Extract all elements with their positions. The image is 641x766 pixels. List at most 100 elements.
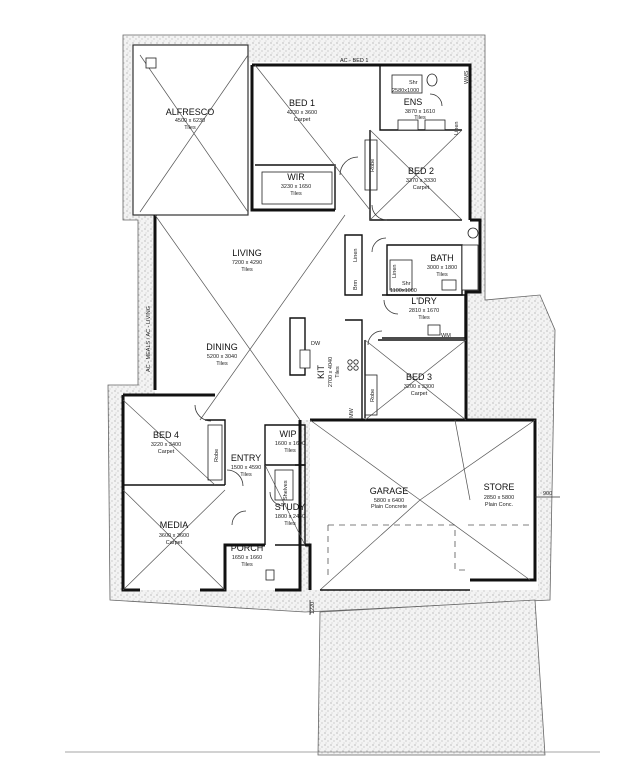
wir-shelf-box	[261, 171, 333, 205]
wm-label: WM	[441, 333, 451, 339]
trough-ldry	[427, 324, 441, 336]
room-name-study: STUDY	[275, 502, 306, 512]
room-name-bed4: BED 4	[153, 430, 179, 440]
room-name-kit: KIT	[316, 365, 326, 380]
room-name-wir: WIR	[287, 172, 305, 182]
layout-diagonals	[122, 64, 467, 591]
linen-1-label: Linen	[353, 249, 359, 262]
room-dim-kit: 2700 x 4040	[328, 357, 334, 387]
shelves-label: Shelves	[283, 480, 289, 500]
room-name-bed3: BED 3	[406, 372, 432, 382]
robe-bed3-label: Robe	[370, 389, 376, 402]
room-dim-wir: 3230 x 1650	[281, 184, 311, 190]
door-arc	[231, 510, 247, 526]
shr-bath-label: Shr	[402, 281, 411, 287]
room-dim-garage: 5800 x 6400	[374, 498, 404, 504]
dim-900-label: 900	[543, 491, 552, 497]
robe-bed2-box	[364, 139, 378, 191]
room-dim-ldry: 2810 x 1670	[409, 308, 439, 314]
room-dim-bed4: 3220 x 3400	[151, 442, 181, 448]
room-finish-kit: Tiles	[335, 366, 341, 378]
garage-store	[305, 419, 560, 615]
driveway-paving	[317, 599, 546, 756]
room-dim-media: 3600 x 3600	[159, 533, 189, 539]
room-name-bed2: BED 2	[408, 166, 434, 176]
room-finish-alfresco: Tiles	[184, 125, 196, 131]
dw-label: DW	[311, 341, 321, 347]
shower-ens	[391, 74, 423, 94]
room-dim-porch: 1650 x 1660	[232, 555, 262, 561]
basin-bath	[441, 279, 457, 291]
room-dim-wip: 1600 x 1600	[275, 441, 305, 447]
door-arc	[367, 330, 383, 346]
room-name-store: STORE	[484, 482, 515, 492]
door-arc	[226, 469, 244, 487]
room-name-alfresco: ALFRESCO	[166, 107, 215, 117]
dim-1220-label: 1220	[310, 602, 316, 614]
room-finish-ens: Tiles	[414, 115, 426, 121]
robe-bed4-label: Robe	[214, 449, 220, 462]
room-dim-bed3: 3200 x 3300	[404, 384, 434, 390]
room-dim-store: 2850 x 5800	[484, 495, 514, 501]
room-name-porch: PORCH	[231, 543, 264, 553]
ac-bed1-label: AC - BED 1	[340, 58, 368, 64]
room-name-media: MEDIA	[160, 520, 189, 530]
cooktop-ring	[353, 365, 359, 371]
door-arc	[371, 237, 387, 253]
robe-bed3-box	[364, 374, 378, 416]
ac-meals-label: AC - MEALS / AC - LIVING	[146, 306, 152, 372]
room-finish-ldry: Tiles	[418, 315, 430, 321]
room-finish-porch: Tiles	[241, 562, 253, 568]
toilet-bath	[467, 227, 479, 239]
alfresco-room	[139, 54, 249, 213]
room-dim-ens: 3870 x 1610	[405, 109, 435, 115]
shr-ens-dim: 2580x1000	[392, 88, 419, 94]
annotations: AC - BED 1 AC - MEALS / AC - LIVING Shr …	[146, 58, 552, 614]
room-name-ens: ENS	[404, 97, 423, 107]
room-name-living: LIVING	[232, 248, 262, 258]
basin-ens-2	[424, 119, 446, 131]
room-name-bed1: BED 1	[289, 98, 315, 108]
kitchen-island	[289, 317, 306, 376]
room-dim-bed1: 4230 x 3600	[287, 110, 317, 116]
door-arc	[429, 93, 443, 107]
room-dim-entry: 1500 x 4590	[231, 465, 261, 471]
robes	[207, 139, 378, 501]
room-dim-study: 1800 x 2450	[275, 514, 305, 520]
cooktop-ring	[353, 359, 359, 365]
door-arc	[383, 299, 399, 315]
shower-bath	[389, 259, 413, 291]
robe-bed2-label: Robe	[370, 159, 376, 172]
door-arc	[194, 404, 212, 422]
room-finish-bed1: Carpet	[294, 117, 311, 123]
room-finish-bath: Tiles	[436, 272, 448, 278]
room-finish-store: Plain Conc.	[485, 502, 514, 508]
room-finish-study: Tiles	[284, 521, 296, 527]
room-name-bath: BATH	[430, 253, 453, 263]
room-finish-bed2: Carpet	[413, 185, 430, 191]
wms-label: WMS	[464, 70, 470, 84]
cooktop-ring	[347, 359, 353, 365]
cooktop-ring	[347, 365, 353, 371]
room-name-entry: ENTRY	[231, 453, 261, 463]
room-name-ldry: L'DRY	[411, 296, 437, 306]
shr-ens-label: Shr	[409, 80, 418, 86]
post-marker	[145, 57, 157, 69]
room-name-dining: DINING	[206, 342, 238, 352]
basin-ens-1	[397, 119, 419, 131]
room-dim-alfresco: 4500 x 6230	[175, 118, 205, 124]
door-arc	[269, 491, 285, 507]
room-name-wip: WIP	[280, 429, 297, 439]
room-finish-wip: Tiles	[284, 448, 296, 454]
porch-post	[265, 569, 275, 581]
room-finish-garage: Plain Concrete	[371, 504, 407, 510]
alfresco-area	[132, 44, 249, 216]
room-finish-bed3: Carpet	[411, 391, 428, 397]
room-finish-living: Tiles	[241, 267, 253, 273]
room-labels: ALFRESCO 4500 x 6230 Tiles BED 1 4230 x …	[151, 97, 515, 568]
shelves-box	[274, 469, 294, 501]
room-finish-dining: Tiles	[216, 361, 228, 367]
mw-label: MW	[349, 407, 355, 418]
robe-bed4-box	[207, 424, 223, 481]
